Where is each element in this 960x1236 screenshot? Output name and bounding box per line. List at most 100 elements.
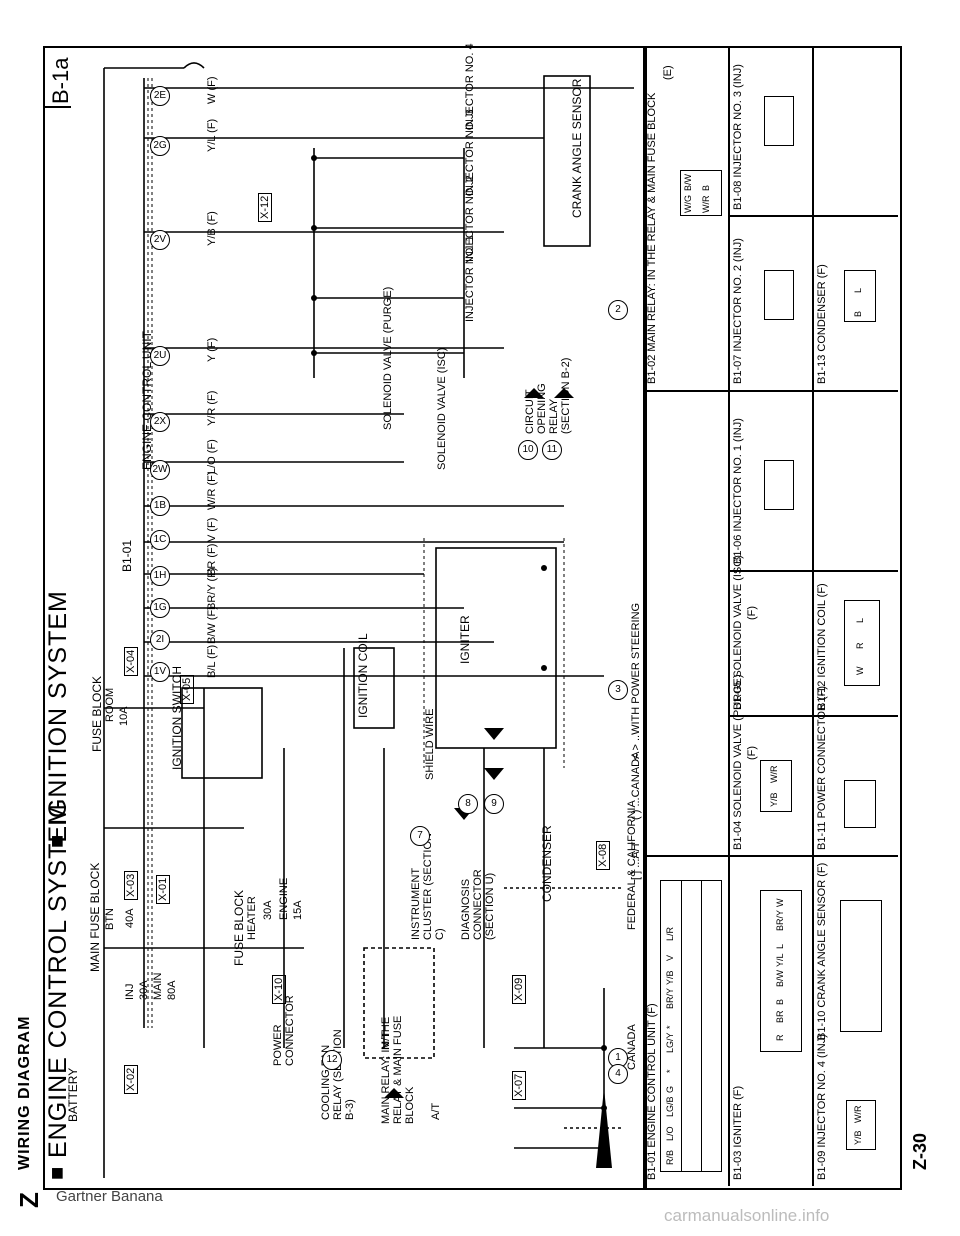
conn-b1-01-grid: R/B L/O LG/B G * LG/Y * BR/Y Y/B V L/R	[660, 880, 722, 1172]
conn-b1-10-body	[840, 900, 882, 1032]
conn-b1-09-body: Y/B W/R	[846, 1100, 876, 1150]
conn-divider-1	[728, 46, 730, 1186]
wire-color-bw: B/W (F)	[206, 606, 218, 644]
main-relay-wire-1: B/W	[683, 174, 693, 191]
conn-b1-08-body	[764, 96, 794, 146]
x-code-02: X-02	[124, 1064, 138, 1094]
conn-row-divider-5	[728, 715, 898, 717]
diagnosis-connector-label: DIAGNOSIS CONNECTOR (SECTION U)	[460, 869, 496, 940]
ecu-wire-6: *	[665, 1025, 675, 1029]
x-code-09: X-09	[512, 974, 526, 1004]
fuse-80a-label: 80A	[166, 980, 178, 1000]
room-label: ROOM	[104, 687, 116, 722]
conn-row-divider-4	[643, 855, 898, 857]
conn-row-divider-3	[728, 215, 898, 217]
x-code-08: X-08	[596, 840, 610, 870]
ecu-pin-2e: 2E	[150, 86, 170, 106]
ecu-grid-line	[681, 881, 682, 1171]
main-relay-wire-2: W/R	[701, 195, 711, 214]
cooling-fan-relay-label: COOLING FAN RELAY (SECTION B-3)	[320, 1029, 356, 1120]
igniter-wire-1: BR	[775, 1010, 785, 1023]
conn-b1-12-title: B1-12 IGNITION COIL (F)	[816, 583, 828, 710]
room-10a-label: 10A	[118, 706, 130, 726]
ecu-pin-1b: 1B	[150, 496, 170, 516]
conn-b1-06-body	[764, 460, 794, 510]
igniter-wire-6: BR/Y	[775, 909, 785, 931]
fuse-main-label: MAIN	[152, 972, 164, 1001]
conn-b1-04-extra: (F)	[746, 745, 758, 760]
conn-b1-08-title: B1-08 INJECTOR NO. 3 (INJ)	[732, 64, 744, 210]
wire-color-yb: Y/B (F)	[206, 211, 218, 246]
header-title: WIRING DIAGRAM	[16, 1015, 33, 1170]
injector-4-label: INJECTOR NO. 4	[464, 43, 476, 130]
purge-wire-0: Y/B	[769, 792, 779, 807]
inj4-wire-1: W/R	[853, 1105, 863, 1124]
conn-b1-11-title: B1-11 POWER CONNECTOR (F)	[816, 686, 828, 850]
conn-row-divider-2	[728, 570, 898, 572]
conn-b1-04-body: Y/B W/R	[760, 760, 792, 812]
ecu-wire-1: L/O	[665, 1126, 675, 1141]
circle-ref-12: 12	[322, 1050, 342, 1070]
wire-color-wr: W/R (F)	[206, 471, 218, 510]
circle-ref-7: 7	[410, 826, 430, 846]
ecu-pin-1v: 1V	[150, 662, 170, 682]
x-code-03: X-03	[124, 870, 138, 900]
x-code-12: X-12	[258, 192, 272, 222]
conn-b1-07-body	[764, 270, 794, 320]
coil-wire-1: R	[855, 642, 865, 650]
ecu-grid-line	[701, 881, 702, 1171]
x-code-01: X-01	[156, 874, 170, 904]
credit-text: Gartner Banana	[56, 1188, 163, 1205]
igniter-wire-0: R	[775, 1034, 785, 1042]
wiring-svg	[103, 62, 634, 1178]
conn-b1-03-title: B1-03 IGNITER (F)	[732, 1085, 744, 1180]
wire-color-yl: Y/L (F)	[206, 118, 218, 152]
conn-b1-13-title: B1-13 CONDENSER (F)	[816, 264, 828, 384]
diagram-frame	[43, 46, 647, 1190]
fuse-block-heater-label: FUSE BLOCK	[232, 889, 246, 966]
igniter-wire-7: W	[775, 898, 785, 908]
solenoid-isc-label: SOLENOID VALVE (ISC)	[436, 347, 448, 470]
section-divider	[43, 46, 71, 108]
ecu-wire-4: *	[665, 1069, 675, 1073]
x-code-05: X-05	[180, 674, 194, 704]
conn-b1-05-extra: (F)	[746, 605, 758, 620]
conn-b1-12-body: W R L	[844, 600, 880, 686]
connector-frame	[643, 46, 902, 1190]
ecu-pin-2w: 2W	[150, 460, 170, 480]
heater-30a-label: 30A	[262, 900, 274, 920]
conn-b1-13-body: B L	[844, 270, 876, 322]
ecu-wire-10: L/R	[665, 926, 675, 941]
ecu-wire-3: G	[665, 1085, 675, 1093]
circle-ref-11: 11	[542, 440, 562, 460]
ecu-pin-1g: 1G	[150, 598, 170, 618]
solenoid-purge-label: SOLENOID VALVE (PURGE)	[382, 286, 394, 430]
igniter-label: IGNITER	[458, 615, 472, 664]
shield-wire-label: SHIELD WIRE	[424, 708, 436, 780]
conn-b1-07-title: B1-07 INJECTOR NO. 2 (INJ)	[732, 238, 744, 384]
ecu-wire-2: LG/B	[665, 1096, 675, 1117]
ecu-pin-2i: 2I	[150, 630, 170, 650]
ecu-pin-2v: 2V	[150, 230, 170, 250]
fuse-block-room-label: FUSE BLOCK	[90, 675, 104, 752]
canada-note: ( ) ...CANADA	[630, 751, 642, 820]
wire-color-y: Y (F)	[206, 337, 218, 362]
main-fuse-block-label: MAIN FUSE BLOCK	[88, 862, 102, 972]
ecu-code-label: B1-01	[120, 539, 134, 572]
ecu-wire-5: LG/Y	[665, 1032, 675, 1053]
circle-ref-2: 2	[608, 300, 628, 320]
ecu-pin-2g: 2G	[150, 136, 170, 156]
purge-wire-1: W/R	[769, 765, 779, 784]
coil-wire-2: L	[855, 617, 865, 623]
conn-b1-02-title: B1-02 MAIN RELAY: IN THE RELAY & MAIN FU…	[646, 92, 658, 384]
conn-b1-05-title: B1-05 SOLENOID VALVE (ISC)	[732, 555, 744, 710]
ecu-pin-2x: 2X	[150, 412, 170, 432]
conn-b1-06-title: B1-06 INJECTOR NO. 1 (INJ)	[732, 418, 744, 564]
circuit-opening-relay-label: CIRCUIT OPENING RELAY (SECTION B-2)	[524, 357, 572, 434]
at-label: A/T	[430, 1102, 442, 1120]
conn-b1-02-extra: (E)	[662, 65, 674, 80]
fuse-40a-label: 40A	[124, 908, 136, 928]
conn-b1-11-body	[844, 780, 876, 828]
main-relay-wire-3: B	[701, 184, 711, 191]
